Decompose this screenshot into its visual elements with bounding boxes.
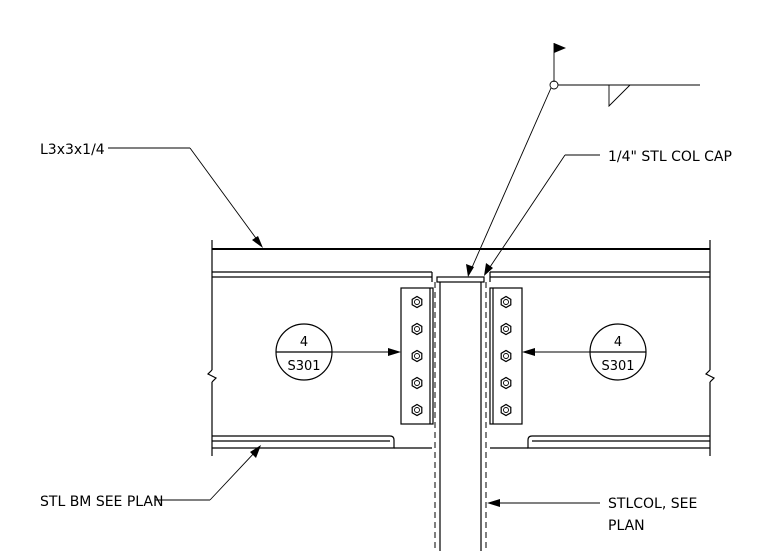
label-column-line2: PLAN xyxy=(608,518,645,534)
steel-beam xyxy=(206,240,716,456)
bolt-head xyxy=(500,376,512,390)
leader-col-cap xyxy=(484,154,600,276)
clip-angle-left xyxy=(400,287,434,425)
bolt-head xyxy=(411,349,423,363)
leader-beam xyxy=(155,445,261,501)
bolt-shank xyxy=(414,353,420,359)
leader-angle xyxy=(108,147,263,248)
section-sheet: S301 xyxy=(287,359,320,374)
section-number: 4 xyxy=(300,335,308,350)
label-beam: STL BM SEE PLAN xyxy=(40,494,163,510)
bolt-shank xyxy=(503,326,509,332)
leader-column xyxy=(487,499,600,507)
weld-symbol xyxy=(466,43,700,277)
bolt-head xyxy=(500,322,512,336)
section-sheet: S301 xyxy=(601,359,634,374)
bolt-head xyxy=(411,295,423,309)
label-angle: L3x3x1/4 xyxy=(40,142,105,158)
steel-column xyxy=(434,276,487,551)
bolt-head xyxy=(411,376,423,390)
bolt-head xyxy=(500,403,512,417)
label-col-cap: 1/4" STL COL CAP xyxy=(608,149,732,165)
bolt-shank xyxy=(503,380,509,386)
bolt-shank xyxy=(503,407,509,413)
bolt-shank xyxy=(414,380,420,386)
bolt-shank xyxy=(414,326,420,332)
bolt-shank xyxy=(414,299,420,305)
bolt-head xyxy=(411,322,423,336)
bolt-shank xyxy=(503,353,509,359)
bolt-shank xyxy=(414,407,420,413)
label-column-line1: STLCOL, SEE xyxy=(608,496,697,512)
bolt-head xyxy=(411,403,423,417)
clip-angle-right xyxy=(489,287,523,425)
bolt-head xyxy=(500,349,512,363)
section-bubble-right: 4 S301 xyxy=(522,323,647,381)
bolt-group xyxy=(411,295,512,417)
bolt-head xyxy=(500,295,512,309)
section-bubble-left: 4 S301 xyxy=(275,323,401,381)
section-number: 4 xyxy=(614,335,622,350)
bolt-shank xyxy=(503,299,509,305)
